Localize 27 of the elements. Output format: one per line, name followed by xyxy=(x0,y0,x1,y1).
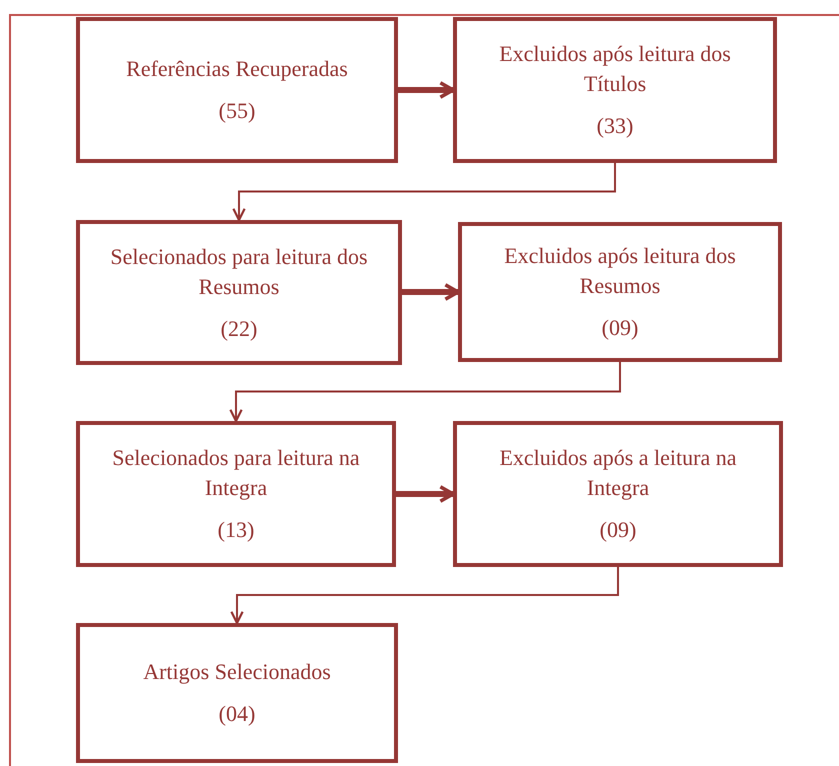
count-label: (13) xyxy=(218,516,254,544)
box-title: Excluidos após leitura dos Títulos xyxy=(498,40,732,98)
count-label: (09) xyxy=(600,516,636,544)
process-box xyxy=(76,220,402,365)
box-title: Excluidos após a leitura na Integra xyxy=(498,444,738,502)
box-title: Excluidos após leitura dos Resumos xyxy=(503,242,737,300)
count-label: (04) xyxy=(218,700,256,728)
box-title: Selecionados para leitura na Integra xyxy=(111,444,361,502)
count-label: (22) xyxy=(220,314,258,343)
process-box xyxy=(76,623,398,763)
process-box xyxy=(453,421,783,567)
arrow xyxy=(232,163,616,222)
process-box xyxy=(76,17,398,163)
arrow xyxy=(229,362,621,422)
box-title: Referências Recuperadas xyxy=(126,55,348,83)
process-box xyxy=(76,421,396,567)
process-box xyxy=(458,222,782,362)
box-title: Selecionados para leitura dos Resumos xyxy=(110,242,368,300)
count-label: (33) xyxy=(596,112,634,140)
count-label: (09) xyxy=(602,314,638,342)
process-box xyxy=(453,17,777,163)
count-label: (55) xyxy=(218,97,256,125)
arrow xyxy=(398,81,455,99)
box-title: Artigos Selecionados xyxy=(143,658,331,686)
arrow xyxy=(402,283,460,301)
arrow xyxy=(230,567,619,624)
arrow xyxy=(396,485,455,503)
